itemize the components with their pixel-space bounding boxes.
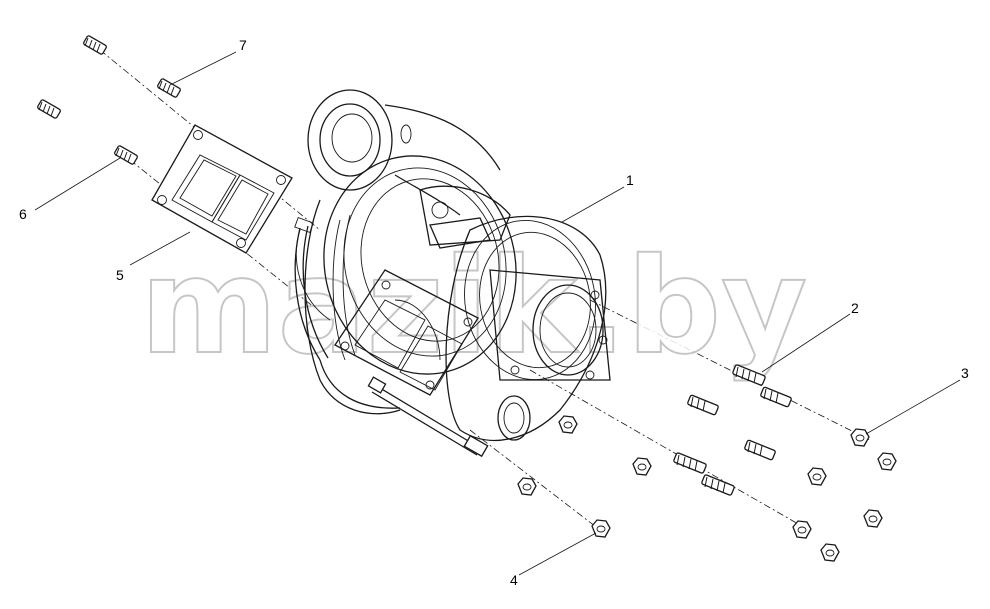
leader-lines: [34, 51, 961, 576]
compressor-outlet: [307, 89, 501, 216]
callout-1: 1: [626, 172, 634, 188]
gasket: [151, 124, 293, 254]
wastegate-rod: [367, 376, 489, 458]
nut-item-4: [517, 415, 652, 538]
stud-item-6: [37, 99, 138, 165]
callout-4: 4: [510, 572, 518, 588]
turbine-inlet-flange: [334, 269, 479, 396]
callout-6: 6: [19, 206, 27, 222]
watermark-text: mazik.by: [140, 230, 807, 384]
callout-3: 3: [961, 365, 969, 381]
housing-base-edge: [319, 359, 401, 409]
stud-item-2: [673, 364, 792, 496]
oil-line: [294, 216, 329, 361]
nut-item-3: [792, 428, 897, 562]
turbocharger: [294, 89, 611, 458]
callout-7: 7: [239, 37, 247, 53]
callout-labels: 1 2 3 4 5 6 7: [19, 37, 969, 588]
callout-5: 5: [116, 267, 124, 283]
compressor-housing: [304, 155, 517, 415]
callout-2: 2: [851, 300, 859, 316]
stud-item-7: [83, 35, 181, 98]
